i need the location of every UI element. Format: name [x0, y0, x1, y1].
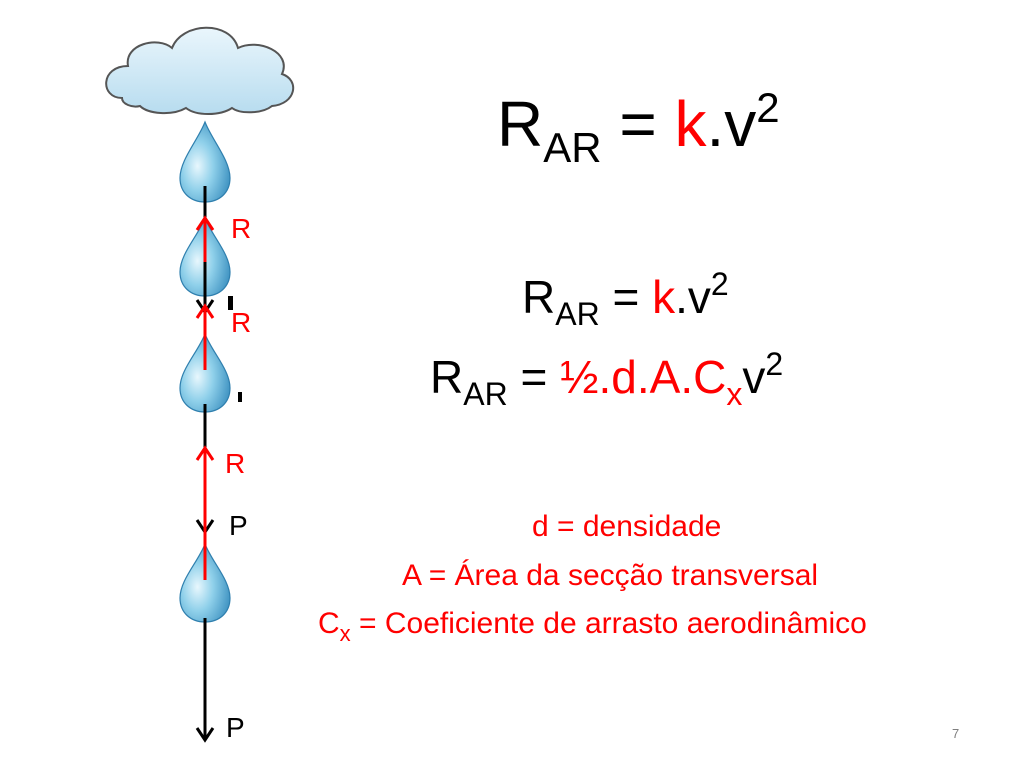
eq-coefficient: ½.d.A.C [560, 351, 727, 403]
eq-equals: = [601, 88, 675, 160]
hidden-label-fragment [228, 296, 233, 310]
eq-exponent: 2 [710, 266, 729, 302]
falling-drop-diagram [105, 26, 295, 743]
eq-coefficient-subscript: x [726, 376, 743, 412]
air-resistance-arrow [195, 445, 215, 580]
weight-arrow [195, 618, 215, 743]
eq-constant: k [674, 88, 707, 160]
cloud-icon [105, 26, 295, 115]
cx-symbol: C [318, 607, 340, 640]
eq-velocity: .v [675, 271, 711, 323]
weight-label: P [226, 712, 245, 743]
equation-k-form: RAR = k.v2 [522, 268, 729, 330]
eq-exponent: 2 [756, 84, 780, 131]
eq-symbol: R [522, 271, 556, 323]
cx-text: = Coeficiente de arrasto aerodinâmico [350, 607, 867, 640]
resistance-label: R [231, 213, 252, 244]
eq-velocity: v [742, 351, 766, 403]
eq-symbol: R [430, 351, 464, 403]
eq-exponent: 2 [765, 346, 784, 382]
definition-area: A = Área da secção transversal [402, 559, 819, 592]
resistance-label: R [231, 307, 252, 338]
hidden-label-fragment [238, 392, 242, 402]
eq-symbol: R [497, 88, 544, 160]
air-resistance-arrow [195, 215, 215, 262]
equation-expanded-form: RAR = ½.d.A.Cxv2 [430, 348, 783, 412]
eq-subscript: AR [543, 124, 602, 171]
slide-number: 7 [952, 726, 960, 741]
eq-equals: = [599, 271, 653, 323]
resistance-label: R [225, 448, 246, 479]
eq-velocity: .v [706, 88, 757, 160]
weight-label: P [229, 510, 248, 541]
definition-density: d = densidade [532, 510, 722, 543]
definition-drag-coefficient: Cx = Coeficiente de arrasto aerodinâmico [318, 607, 867, 645]
main-equation: RAR = k.v2 [497, 87, 780, 169]
eq-subscript: AR [555, 296, 600, 332]
eq-equals: = [507, 351, 561, 403]
cx-subscript: x [339, 621, 351, 646]
eq-subscript: AR [463, 376, 508, 412]
eq-constant: k [652, 271, 676, 323]
air-resistance-arrow [195, 303, 215, 370]
